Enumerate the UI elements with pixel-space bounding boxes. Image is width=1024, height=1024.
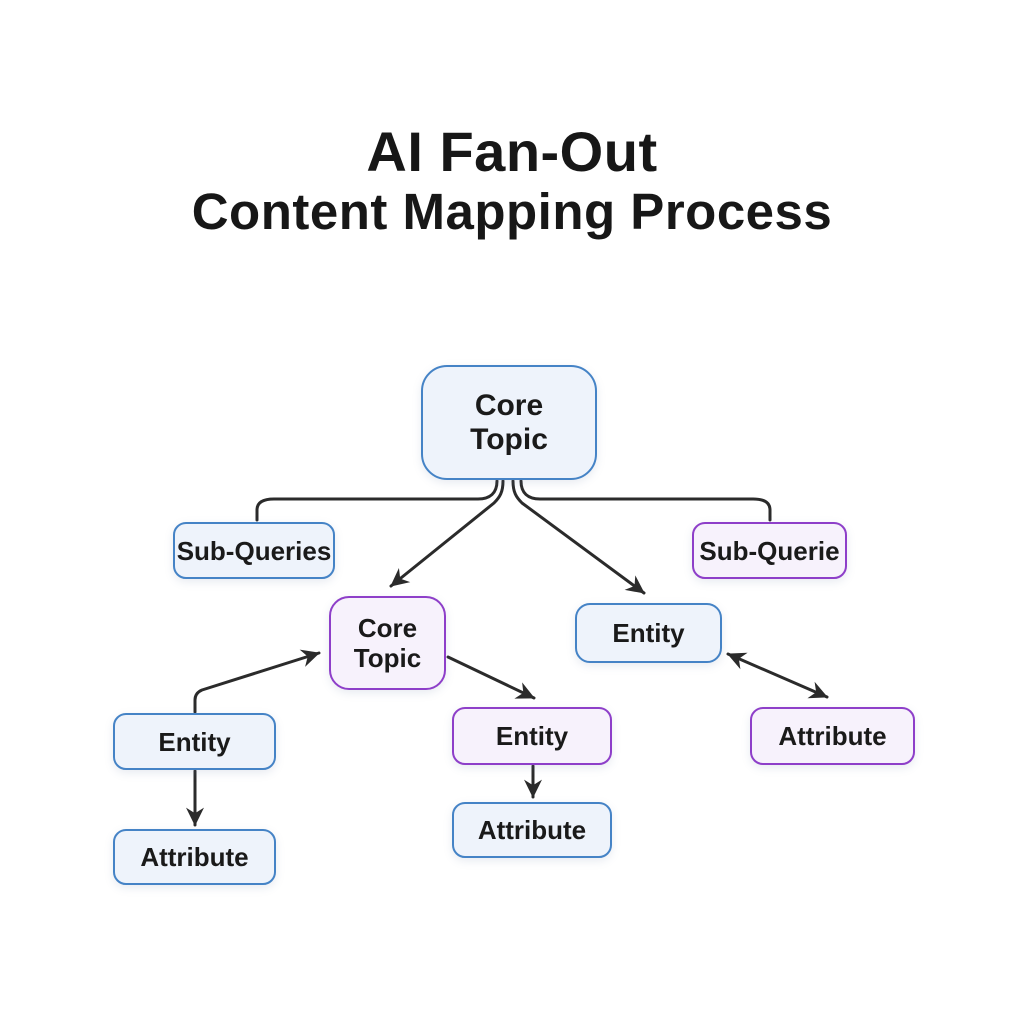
node-attribute-bottom-mid: Attribute <box>452 802 612 858</box>
node-entity-bottom-left: Entity <box>113 713 276 770</box>
diagram-title-line1: AI Fan-Out <box>366 120 658 183</box>
node-entity-mid-right: Entity <box>575 603 722 663</box>
node-label: Attribute <box>477 815 587 845</box>
node-label: Core Topic <box>353 613 422 673</box>
edge-entity-left-to-core-mid <box>193 649 321 714</box>
edge-core-top-to-entity-mid <box>511 479 646 595</box>
node-label: Attribute <box>140 842 249 872</box>
node-core-topic-top: Core Topic <box>421 365 597 480</box>
node-sub-querie-right: Sub-Querie <box>692 522 847 579</box>
node-attribute-bottom-left: Attribute <box>113 829 276 885</box>
node-label: Sub-Queries <box>176 535 332 566</box>
edge-core-top-to-sub-queries-left <box>255 479 499 522</box>
node-label: Entity <box>495 721 569 751</box>
node-entity-bottom-mid: Entity <box>452 707 612 765</box>
edge-core-top-to-sub-querie-right <box>519 479 772 522</box>
node-core-topic-mid: Core Topic <box>329 596 446 690</box>
edge-core-mid-to-entity-bottom <box>446 655 536 700</box>
diagram-title-line2: Content Mapping Process <box>191 183 833 240</box>
node-attribute-bottom-right: Attribute <box>750 707 915 765</box>
node-label: Core Topic <box>470 388 548 456</box>
node-label: Entity <box>158 726 231 757</box>
node-label: Attribute <box>778 721 887 751</box>
diagram-title: AI Fan-Out Content Mapping Process <box>0 120 1024 241</box>
node-label: Sub-Querie <box>699 535 840 566</box>
node-sub-queries-left: Sub-Queries <box>173 522 335 579</box>
edge-core-top-to-core-mid <box>389 479 505 588</box>
node-label: Entity <box>612 618 685 648</box>
edge-entity-mid-to-attribute-right-bidirectional <box>726 652 829 699</box>
